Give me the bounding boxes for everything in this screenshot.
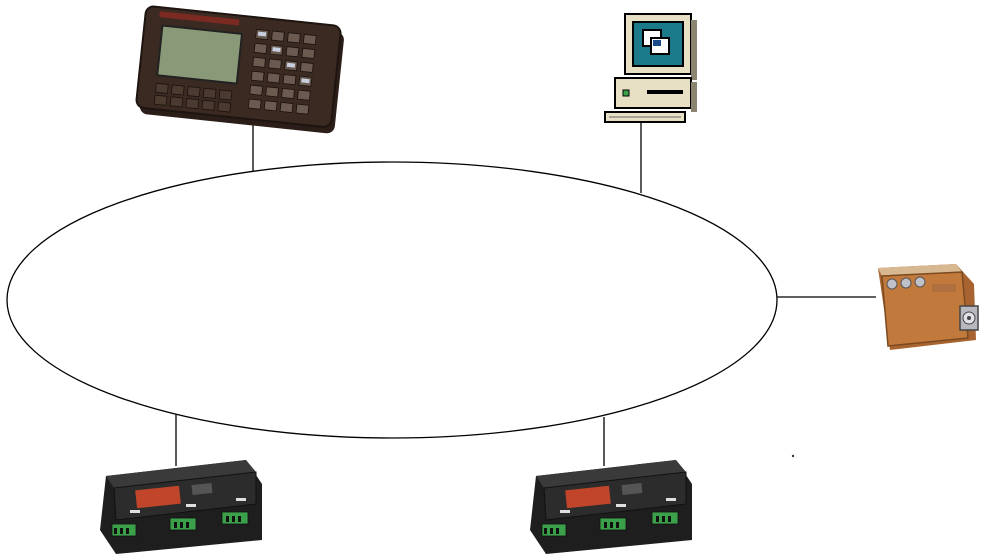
servo-drive-icon: [878, 264, 978, 350]
io-module-icon: [530, 460, 692, 554]
io-module-icon: [100, 460, 262, 554]
stray-dot: [792, 455, 794, 457]
ring-network: [7, 162, 777, 438]
desktop-computer-icon: [605, 14, 697, 122]
operator-terminal-icon: [135, 6, 345, 134]
